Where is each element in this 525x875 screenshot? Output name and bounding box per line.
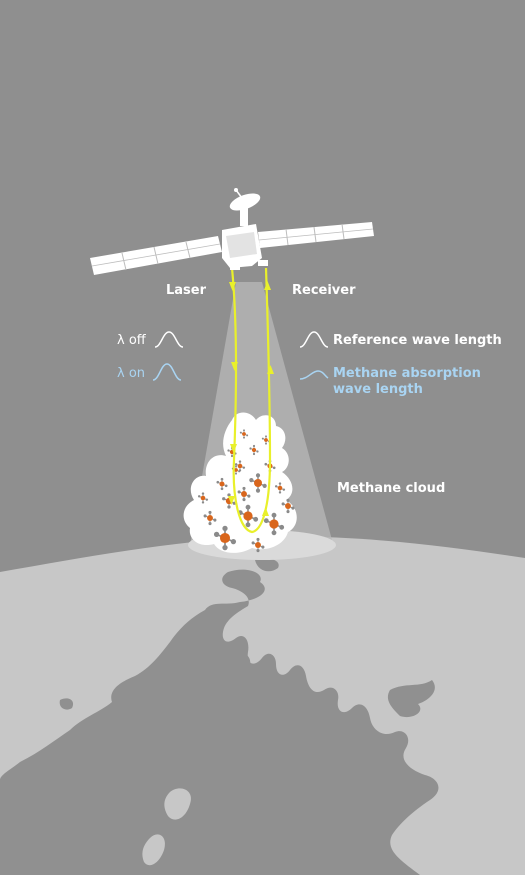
absorption-pulse-icon bbox=[299, 370, 329, 380]
reference-pulse-icon bbox=[299, 331, 329, 348]
methane-absorption-label-line2: wave length bbox=[333, 382, 423, 397]
land-mass bbox=[0, 569, 439, 875]
pulse-off-icon bbox=[154, 331, 184, 348]
receiver-label: Receiver bbox=[292, 283, 356, 298]
lambda-off-label: λ off bbox=[117, 333, 146, 348]
land-coast-fringe bbox=[255, 558, 279, 572]
lake-bay bbox=[142, 834, 165, 866]
methane-absorption-label: Methane absorption bbox=[333, 366, 481, 381]
pulse-on-icon bbox=[152, 363, 182, 381]
peninsula bbox=[387, 680, 435, 718]
reference-wavelength-label: Reference wave length bbox=[333, 333, 502, 348]
laser-label: Laser bbox=[166, 283, 207, 298]
island-small bbox=[59, 698, 74, 710]
laser-arrows bbox=[228, 281, 274, 516]
laser-path bbox=[230, 267, 272, 534]
methane-cloud-label: Methane cloud bbox=[337, 481, 446, 496]
island bbox=[230, 653, 251, 687]
satellite-icon bbox=[90, 188, 374, 275]
lake bbox=[164, 788, 191, 820]
lambda-on-label: λ on bbox=[117, 366, 146, 381]
